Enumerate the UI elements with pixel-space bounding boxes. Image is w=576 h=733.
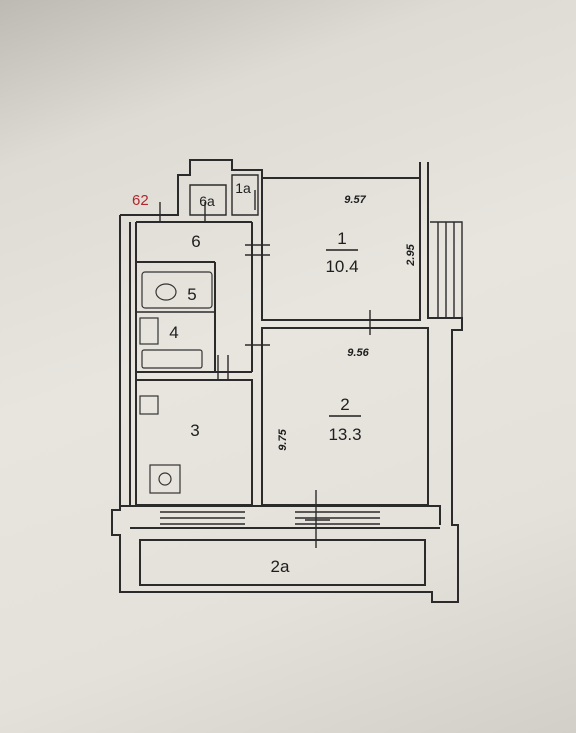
fixtures: [139, 271, 213, 494]
window-room1: [430, 221, 463, 318]
room-6-label: 6: [191, 232, 200, 251]
stove-icon: [149, 464, 181, 494]
walls: [111, 159, 463, 603]
plan-number: 62: [132, 192, 149, 209]
room-1a-label: 1a: [235, 180, 251, 196]
room3-wall: [136, 379, 253, 506]
closet-6a: [189, 184, 227, 216]
room-5-label: 5: [187, 285, 196, 304]
door-markers: [159, 190, 371, 548]
room-1-label: 1: [337, 229, 346, 248]
window-room2: [295, 511, 380, 525]
room6-wall: [135, 222, 253, 505]
room-2-area: 13.3: [328, 425, 361, 444]
dim-room1-width: 9.57: [344, 194, 366, 206]
room-1-area: 10.4: [325, 257, 358, 276]
bathtub-icon: [141, 271, 213, 309]
room-2-label: 2: [340, 395, 349, 414]
closet-1a: [231, 174, 259, 216]
kitchen-sink-icon: [139, 395, 159, 415]
sink-icon: [155, 283, 177, 301]
room-4-label: 4: [169, 323, 178, 342]
room-3-label: 3: [190, 421, 199, 440]
room-6a-label: 6a: [199, 193, 215, 209]
dim-room1-depth: 2.95: [405, 243, 417, 266]
top-wall-inner: [136, 178, 421, 321]
dim-room2-width: 9.56: [347, 347, 369, 359]
outer-wall: [111, 162, 463, 603]
top-wall: [120, 159, 421, 216]
bottom-wall: [130, 505, 441, 586]
bath-icon: [141, 349, 203, 369]
dim-room2-depth: 9.75: [277, 428, 289, 450]
toilet-icon: [139, 317, 159, 345]
burner-icon: [158, 472, 172, 486]
room-2a-label: 2a: [271, 557, 290, 576]
outer-wall-inner-line: [120, 222, 131, 507]
window-room3: [160, 511, 245, 525]
